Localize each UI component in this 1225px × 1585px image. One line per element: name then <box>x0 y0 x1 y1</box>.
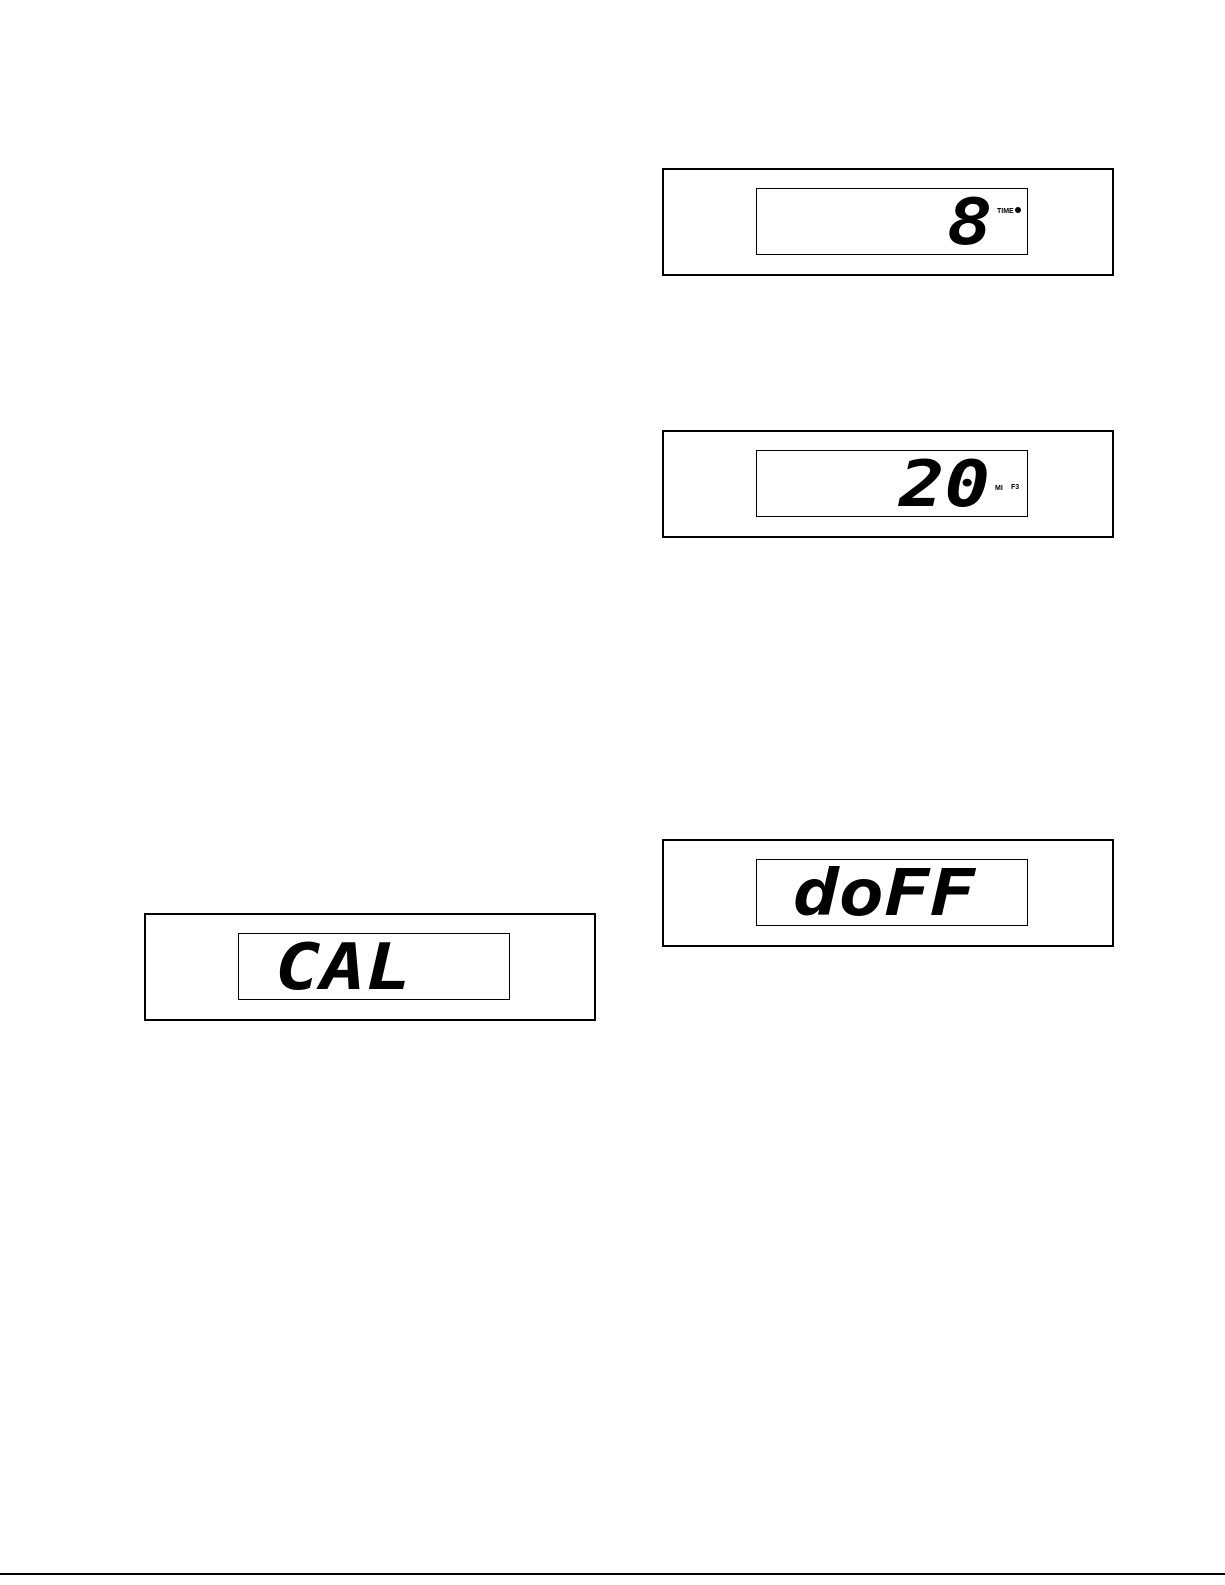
lcd-digits: CAL <box>275 936 411 1000</box>
lcd-label: TIME <box>997 208 1014 215</box>
footer-rule <box>0 1573 1225 1575</box>
lcd-digits: 20 <box>899 453 990 517</box>
lcd-screen: CAL <box>238 933 510 1000</box>
lcd-digits: doFF <box>793 862 975 926</box>
display-panel-cal: CAL <box>144 913 596 1021</box>
display-panel-doff: doFF <box>662 839 1114 947</box>
lcd-tag: F3 <box>1011 484 1019 491</box>
lcd-digits: 8 <box>947 191 992 255</box>
lcd-screen: 20 MI F3 <box>756 450 1028 517</box>
clock-icon <box>1015 207 1021 213</box>
lcd-screen: doFF <box>756 859 1028 926</box>
lcd-screen: 8 TIME <box>756 188 1028 255</box>
lcd-unit: MI <box>995 485 1003 492</box>
display-panel-distance: 20 MI F3 <box>662 430 1114 538</box>
display-panel-time: 8 TIME <box>662 168 1114 276</box>
